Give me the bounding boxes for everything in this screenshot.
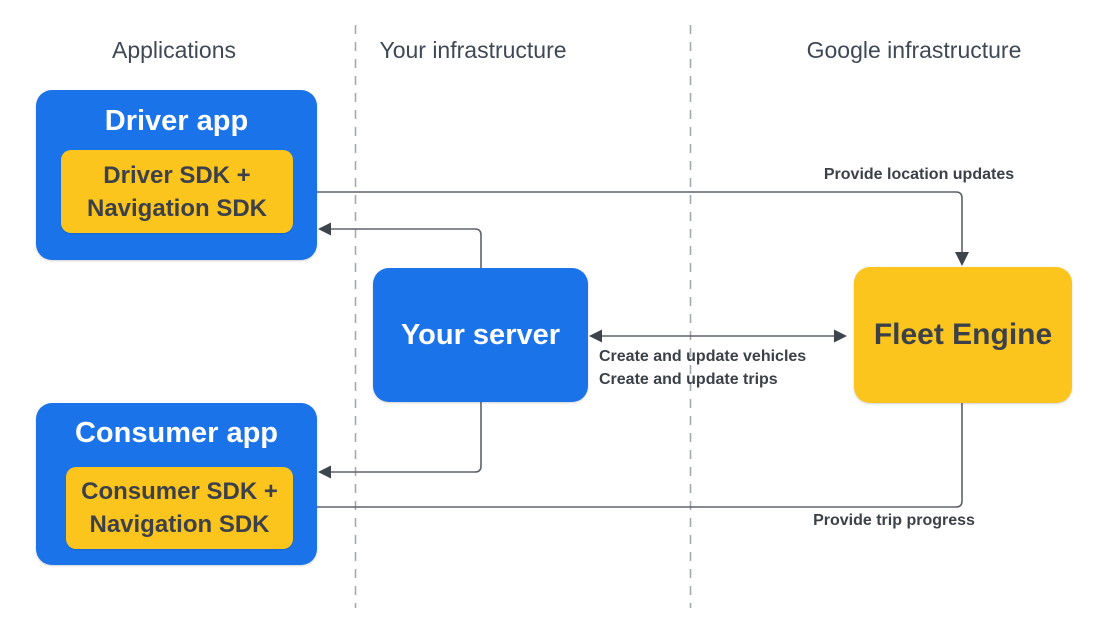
arrowhead-into-consumer-app: [318, 465, 331, 479]
driver-app-node: Driver app Driver SDK + Navigation SDK: [36, 90, 317, 260]
arrowhead-into-driver-app: [318, 222, 331, 236]
driver-sdk-node: Driver SDK + Navigation SDK: [61, 150, 293, 233]
edge-your-server-to-consumer-app: [331, 402, 482, 473]
your-server-title: Your server: [400, 318, 561, 351]
fleet-engine-node: Fleet Engine: [854, 267, 1072, 403]
edge-label-create-update-trips: Create and update trips: [599, 371, 778, 388]
consumer-sdk-line2: Navigation SDK: [89, 511, 270, 538]
fleet-engine-title: Fleet Engine: [873, 318, 1053, 351]
edge-fleet-engine-to-consumer-sdk: [307, 403, 963, 508]
column-header-your-infrastructure: Your infrastructure: [379, 37, 567, 63]
edge-your-server-to-driver-app: [331, 228, 482, 268]
driver-sdk-line1: Driver SDK +: [103, 161, 251, 189]
edge-driver-sdk-to-fleet-engine: [293, 191, 963, 253]
consumer-sdk-node: Consumer SDK + Navigation SDK: [66, 467, 293, 549]
arrowhead-into-fleet-engine-left: [834, 329, 847, 343]
driver-app-title: Driver app: [104, 105, 249, 137]
edge-label-provide-location-updates: Provide location updates: [823, 166, 1015, 183]
your-server-node: Your server: [373, 268, 588, 402]
edge-label-provide-trip-progress: Provide trip progress: [813, 512, 975, 529]
consumer-sdk-line1: Consumer SDK +: [81, 478, 278, 505]
edge-label-create-update-vehicles: Create and update vehicles: [599, 348, 807, 365]
column-header-google-infrastructure: Google infrastructure: [806, 37, 1022, 63]
consumer-app-title: Consumer app: [74, 417, 279, 449]
driver-sdk-line2: Navigation SDK: [86, 194, 268, 222]
arrowhead-into-your-server: [589, 329, 602, 343]
consumer-app-node: Consumer app Consumer SDK + Navigation S…: [36, 403, 317, 565]
arrowhead-into-fleet-engine-top: [955, 252, 969, 266]
column-header-applications: Applications: [111, 37, 237, 63]
